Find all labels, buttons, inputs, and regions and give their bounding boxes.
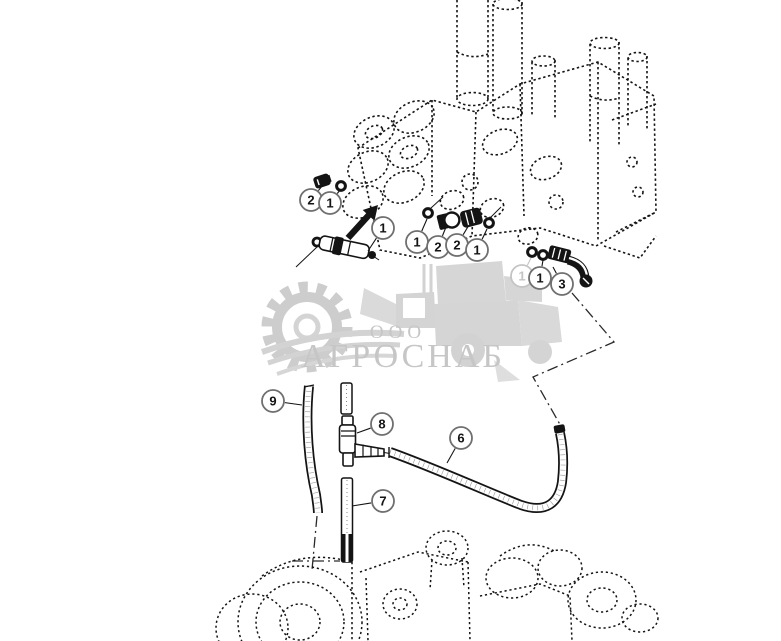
callout-circle [465,238,489,262]
watermark-company-type: ООО [370,322,426,343]
callout-number: 1 [413,235,420,250]
callout-leader-line [526,257,532,266]
hydraulic-valve-block-drawing [342,0,657,259]
callout-circle [528,266,552,290]
o-ring [335,180,347,192]
callout-3: 3 [550,266,574,296]
callout-leader-line [351,502,372,507]
callout-leader-line [481,228,488,240]
callout-leader-line [446,448,456,464]
callout-number: 2 [434,240,441,255]
callout-number: 8 [378,417,385,432]
callout-circle [261,389,285,413]
callout-leader-line [367,237,377,252]
callout-leader-line [421,218,428,232]
callout-2: 2 [299,185,323,212]
callout-circle [318,191,342,215]
tube-7 [340,477,354,563]
engine-assembly-drawing [215,530,659,641]
callout-leader-line [317,185,323,191]
callout-1: 1 [318,189,342,215]
callout-number: 3 [558,277,565,292]
fittings-group [295,173,593,288]
tee-fitting [338,415,391,467]
callout-number: 1 [518,269,525,284]
watermark-company-name: АГРОСНАБ [301,338,505,375]
callout-number: 2 [307,193,314,208]
locator-arrow [345,205,378,241]
callout-1: 1 [465,228,489,262]
leaf-spring-shape [261,329,405,376]
elbow-fitting-group [526,245,593,288]
callout-6: 6 [446,426,473,464]
gear-icon [261,281,353,373]
upper-tube [340,382,353,415]
watermark-logo: ООО АГРОСНАБ [261,261,562,382]
callout-number: 2 [453,238,460,253]
callout-number: 1 [326,196,333,211]
callout-circle [371,489,395,513]
callout-leader-line [336,189,341,194]
callout-circle [371,216,395,240]
hose-6 [388,424,569,514]
callout-number: 1 [379,221,386,236]
callout-9: 9 [261,389,303,413]
hose-9 [302,384,323,514]
callout-leader-line [441,226,447,237]
callout-number: 7 [379,494,386,509]
callout-1: 1 [528,259,552,290]
plug-fitting [313,173,332,189]
callout-leader-line [541,259,544,267]
callout-leader-line [284,402,303,406]
callout-number: 1 [473,243,480,258]
callout-leader-line [356,427,371,434]
callout-circle [370,412,394,436]
hoses-group [302,382,569,563]
callout-number: 1 [536,271,543,286]
inline-connector-fitting [295,235,380,268]
callout-1: 1 [405,218,429,254]
callout-number: 9 [269,394,276,409]
callout-leader-line [462,224,470,235]
callout-1: 1 [367,216,395,252]
callout-7: 7 [351,489,395,513]
callout-leader-line [552,266,557,274]
callout-8: 8 [356,412,394,436]
routing-centerlines [292,292,616,571]
callout-circle [449,426,473,450]
middle-fittings [422,196,502,230]
callout-circle [550,272,574,296]
callout-number: 6 [457,431,464,446]
